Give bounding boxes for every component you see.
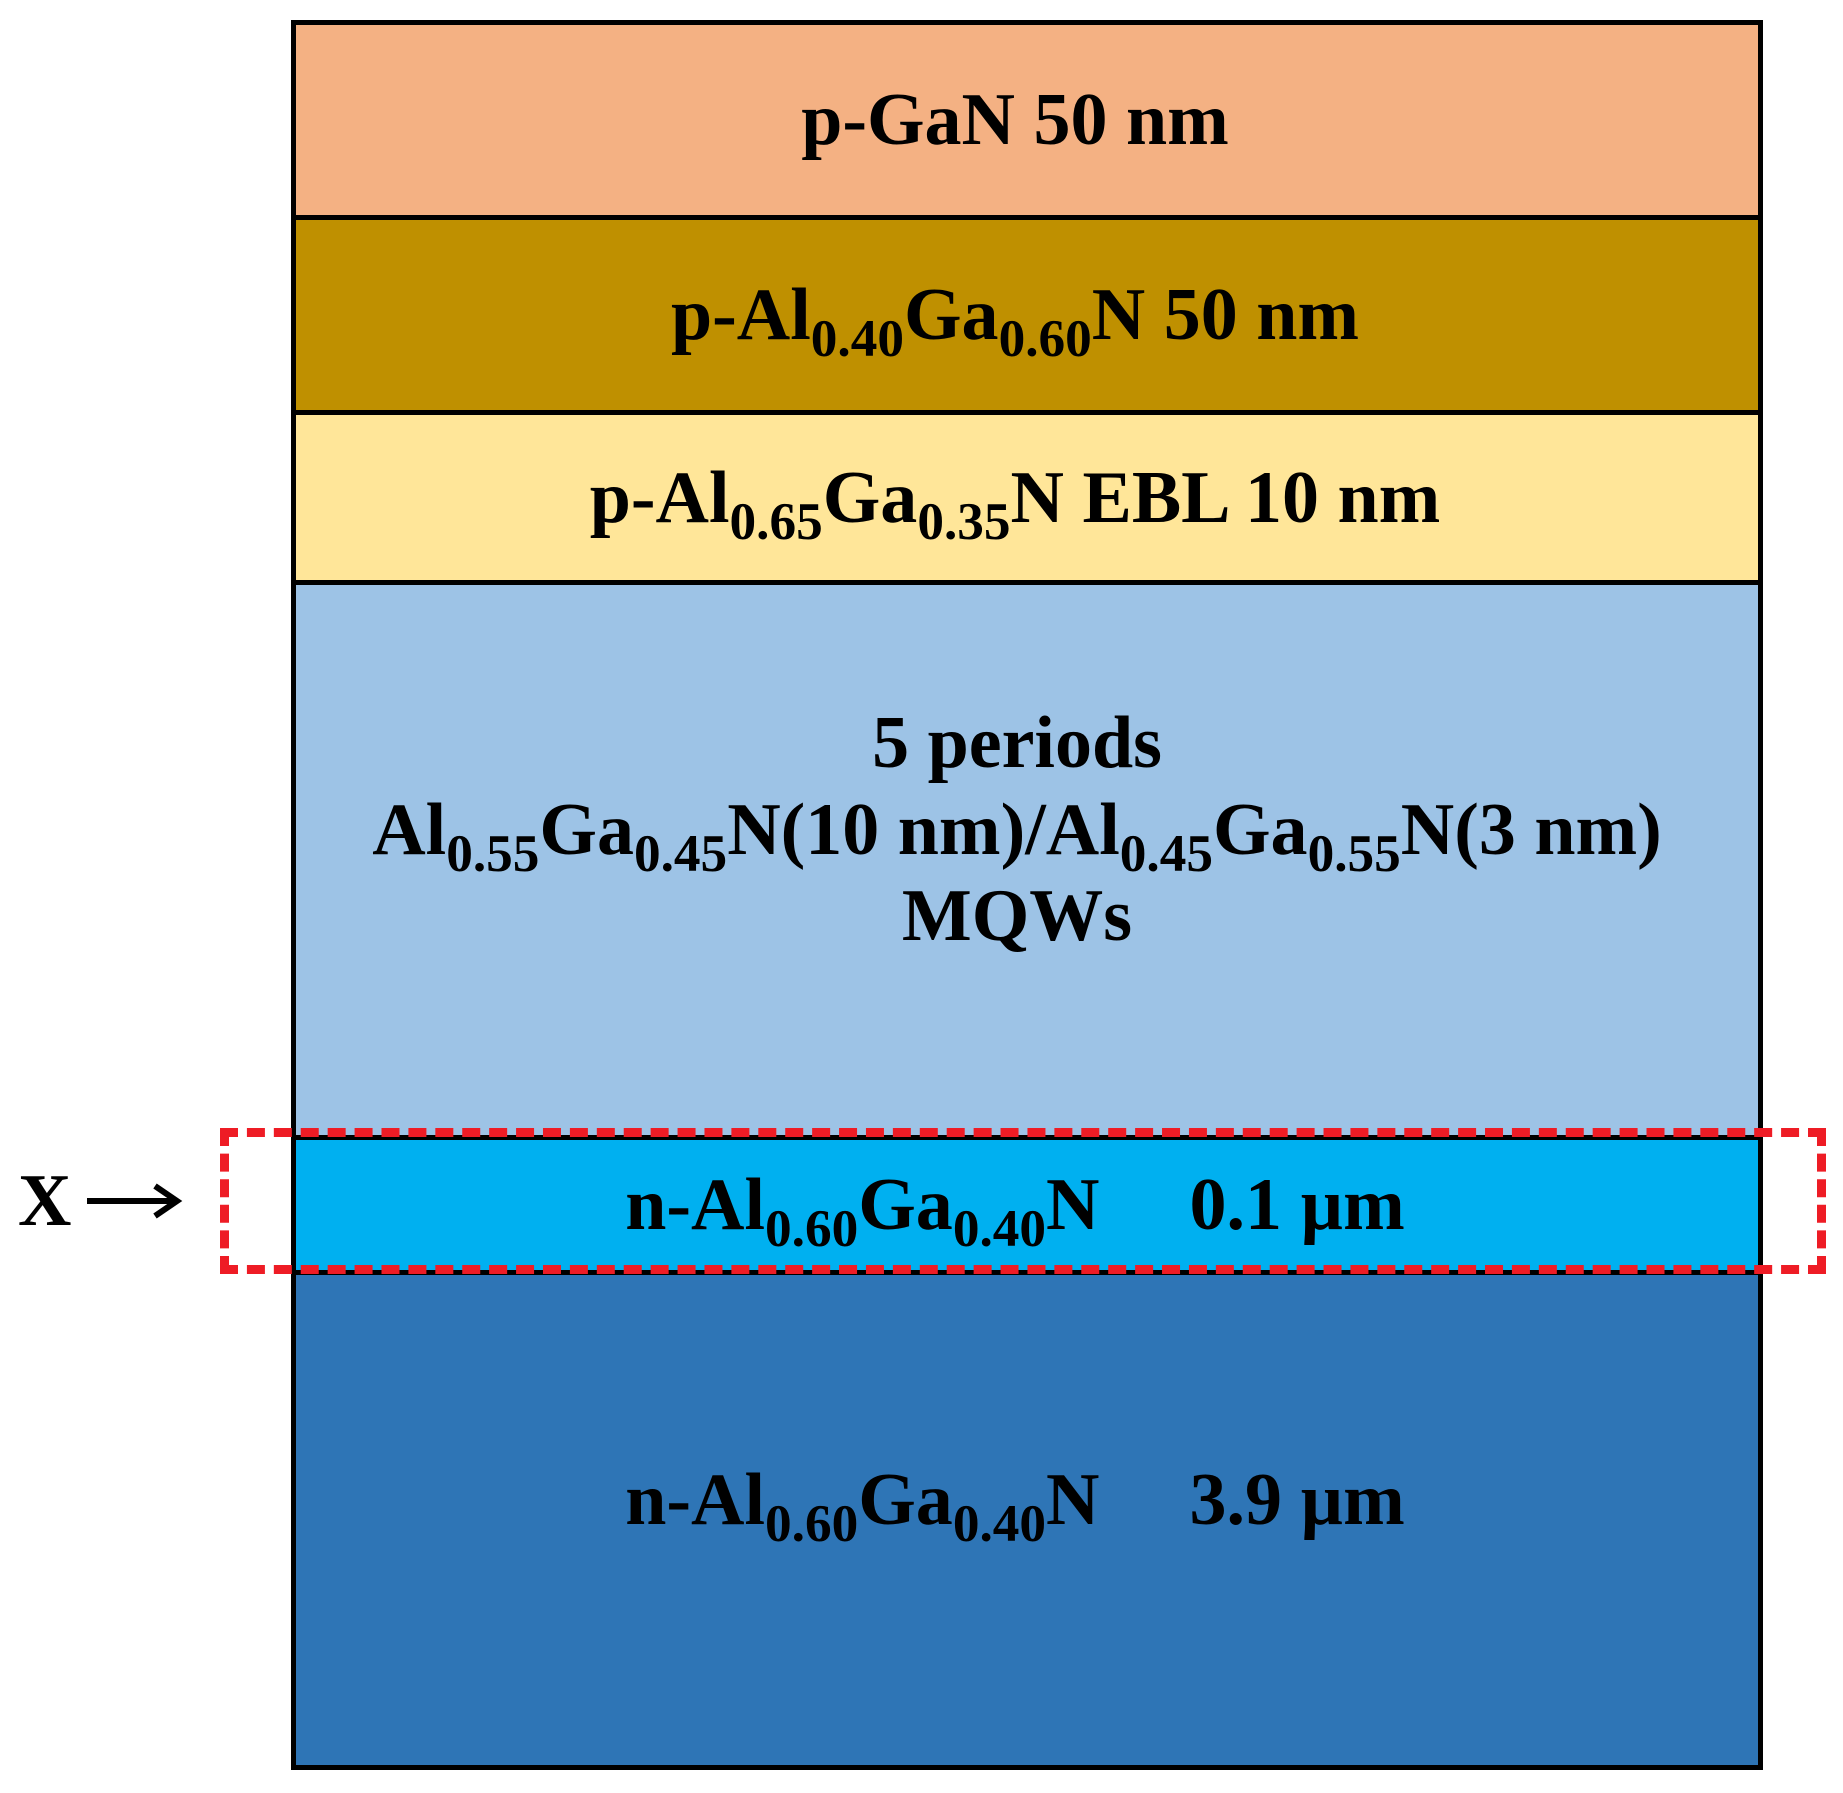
ga-fraction: 0.40: [952, 1494, 1047, 1554]
formula-text: Ga: [1213, 788, 1308, 871]
mqw-type: MQWs: [901, 875, 1133, 958]
formula-text: n-Al: [625, 1164, 766, 1246]
well-ga-fraction: 0.55: [1307, 823, 1401, 883]
layer-n-algan-thick: n-Al0.60Ga0.40N 3.9 µm: [291, 1270, 1763, 1770]
barrier-ga-fraction: 0.45: [633, 823, 728, 883]
formula-text: Al: [372, 788, 447, 871]
ga-fraction: 0.40: [952, 1199, 1047, 1259]
layer-mqw-label: 5 periods Al0.55Ga0.45N(10 nm)/Al0.45Ga0…: [372, 700, 1662, 960]
layer-stack: p-GaN 50 nm p-Al0.40Ga0.60N 50 nm p-Al0.…: [291, 20, 1763, 1770]
al-fraction: 0.60: [765, 1199, 859, 1259]
layer-n-algan-thin: n-Al0.60Ga0.40N 0.1 µm: [291, 1135, 1763, 1275]
layer-p-algan-cladding: p-Al0.40Ga0.60N 50 nm: [291, 215, 1763, 415]
al-fraction: 0.65: [729, 491, 823, 551]
layer-p-algan-ebl-label: p-Al0.65Ga0.35N EBL 10 nm: [590, 461, 1441, 548]
formula-text: N(10 nm)/Al: [727, 788, 1120, 871]
mqw-periods: 5 periods: [872, 702, 1162, 785]
layer-mqw: 5 periods Al0.55Ga0.45N(10 nm)/Al0.45Ga0…: [291, 580, 1763, 1160]
barrier-al-fraction: 0.55: [446, 823, 540, 883]
layer-p-algan-cladding-label: p-Al0.40Ga0.60N 50 nm: [671, 278, 1359, 365]
layer-p-gan-label: p-GaN 50 nm: [801, 79, 1229, 161]
al-fraction: 0.40: [810, 309, 904, 369]
formula-text: n-Al: [625, 1459, 766, 1541]
mqw-composition: Al0.55Ga0.45N(10 nm)/Al0.45Ga0.55N(3 nm): [372, 787, 1662, 880]
formula-text: N EBL 10 nm: [1010, 456, 1441, 539]
formula-text: p-Al: [589, 456, 730, 539]
layer-p-algan-ebl: p-Al0.65Ga0.35N EBL 10 nm: [291, 410, 1763, 585]
arrow-right-icon: [87, 1183, 183, 1219]
formula-text: Ga: [539, 788, 634, 871]
marker-label: X: [18, 1160, 72, 1242]
layer-marker: X: [18, 1156, 185, 1246]
ga-fraction: 0.60: [998, 309, 1092, 369]
ga-fraction: 0.35: [917, 491, 1011, 551]
formula-text: p-Al: [670, 274, 811, 356]
formula-text: N 50 nm: [1091, 274, 1360, 356]
thickness-value: 0.1 µm: [1189, 1164, 1405, 1246]
formula-text: N: [1046, 1459, 1100, 1541]
layer-p-gan: p-GaN 50 nm: [291, 20, 1763, 220]
well-al-fraction: 0.45: [1119, 823, 1213, 883]
al-fraction: 0.60: [765, 1494, 859, 1554]
formula-text: Ga: [904, 274, 999, 356]
formula-text: Ga: [858, 1459, 953, 1541]
thickness-value: 3.9 µm: [1189, 1459, 1405, 1541]
formula-text: Ga: [858, 1164, 953, 1246]
formula-text: N: [1046, 1164, 1100, 1246]
formula-text: Ga: [822, 456, 918, 539]
formula-text: N(3 nm): [1400, 788, 1662, 871]
